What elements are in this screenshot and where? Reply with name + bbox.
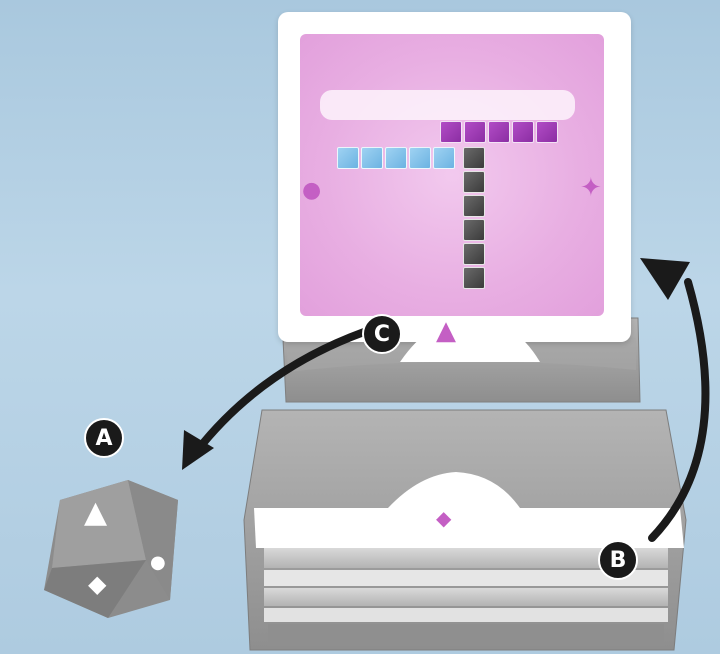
arrowhead-card [640, 258, 690, 300]
label-c: C [362, 314, 402, 354]
label-b: B [598, 540, 638, 580]
arrow-b-to-card [652, 282, 705, 538]
label-a: A [84, 418, 124, 458]
arrow-c-to-a [196, 332, 364, 452]
